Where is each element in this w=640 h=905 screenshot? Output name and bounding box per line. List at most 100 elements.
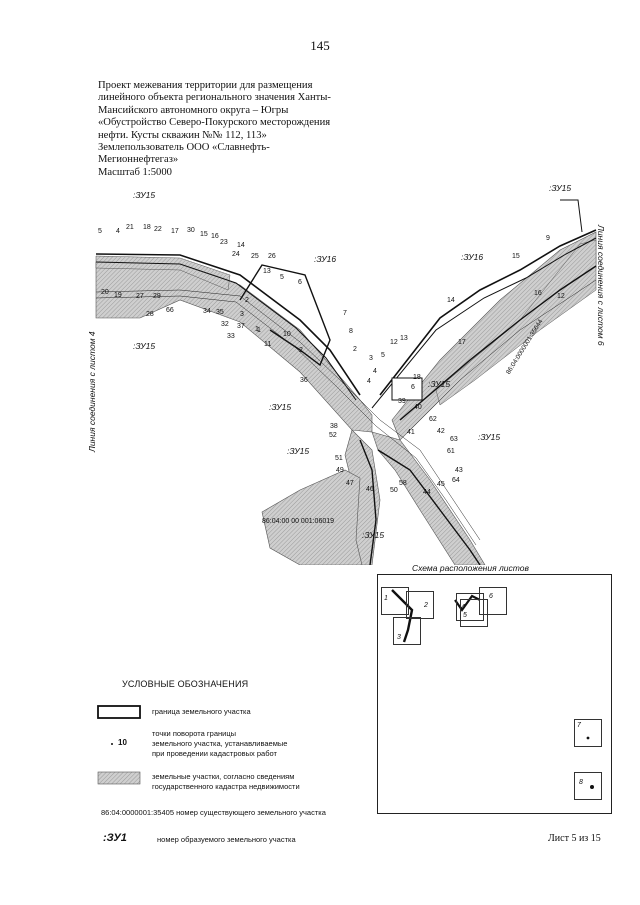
legend-existing-code: 86:04:0000001:35405 (101, 808, 174, 817)
legend-cadastre-text: земельные участки, согласно сведениям го… (152, 772, 300, 792)
point-label: 4 (367, 378, 371, 385)
title-line: Землепользователь ООО «Славнефть- (98, 142, 270, 154)
point-label: 66 (166, 307, 174, 314)
boundary-zu15-lower-2 (359, 439, 377, 565)
point-label: 14 (237, 242, 245, 249)
point-label: 6 (298, 279, 302, 286)
legend-cadastre-swatch (97, 771, 141, 785)
zone-label-zu15-mid: :ЗУ15 (269, 402, 292, 412)
boundary-zu15-right (399, 265, 597, 421)
point-label: 64 (452, 477, 460, 484)
point-label: 32 (221, 321, 229, 328)
scheme-sheet-6: 6 (479, 587, 507, 615)
zone-label-zu15-bottom: :ЗУ15 (362, 530, 385, 540)
point-label: 5 (98, 228, 102, 235)
point-label: 12 (390, 339, 398, 346)
boundary-zu15-top (95, 253, 361, 396)
legend-new-code: :ЗУ1 (103, 832, 127, 844)
point-label: 47 (346, 480, 354, 487)
legend-existing: 86:04:0000001:35405 номер существующего … (101, 808, 326, 818)
zone-label-zu15-right-top: :ЗУ15 (549, 183, 572, 193)
cadastre-parcel-06019 (261, 469, 363, 565)
point-label: 21 (126, 224, 134, 231)
scheme-well-7 (586, 736, 590, 740)
scheme-sheet-4: 4 (456, 593, 484, 621)
legend-new-text: номер образуемого земельного участка (157, 835, 296, 844)
zone-label-zu15-well: :ЗУ15 (428, 379, 451, 389)
title-line: Мансийского автономного округа – Югры (98, 104, 289, 116)
zone-label-zu16: :ЗУ16 (314, 254, 337, 264)
scheme-sheet-7: 7 (574, 719, 602, 747)
point-label: 16 (534, 290, 542, 297)
legend-boundary-text: граница земельного участка (152, 707, 251, 716)
legend-point-line: при проведении кадастровых работ (152, 749, 277, 758)
title-line: Мегионнефтегаз» (98, 154, 179, 166)
cadastre-parcel-35644 (435, 239, 597, 406)
point-label: 13 (263, 268, 271, 275)
point-label: 4 (116, 228, 120, 235)
point-label: 17 (171, 228, 179, 235)
point-label: 6 (411, 384, 415, 391)
title-line: нефти. Кусты скважин №№ 112, 113» (98, 129, 267, 141)
point-label: 13 (400, 335, 408, 342)
cadastre-band-top (95, 255, 231, 291)
legend-cadastre-line: государственного кадастра недвижимости (152, 782, 300, 791)
zone-label-zu15-top: :ЗУ15 (133, 190, 156, 200)
point-label: 2 (353, 346, 357, 353)
point-label: 26 (268, 253, 276, 260)
point-label: 18 (143, 224, 151, 231)
legend-point-line: точки поворота границы (152, 729, 237, 738)
scheme-route (391, 589, 414, 643)
legend-title: УСЛОВНЫЕ ОБОЗНАЧЕНИЯ (122, 679, 249, 689)
point-label: 41 (407, 429, 415, 436)
boundary-zu15-inner (95, 261, 357, 401)
point-label: 1 (255, 326, 259, 333)
point-label: 52 (329, 432, 337, 439)
point-label: 18 (413, 374, 421, 381)
legend-existing-text: номер существующего земельного участка (176, 808, 326, 817)
point-label: 11 (264, 341, 272, 348)
scheme-sheet-1: 1 (381, 587, 409, 615)
side-label-left: Линия соединения с листом 4 (87, 331, 97, 452)
legend-cadastre-line: земельные участки, согласно сведениям (152, 772, 295, 781)
title-line: Проект межевания территории для размещен… (98, 80, 313, 91)
scheme-sheet-number: 8 (579, 779, 583, 786)
point-label: 4 (373, 368, 377, 375)
scheme-route-2 (454, 594, 481, 612)
scheme-sheets (391, 589, 594, 789)
point-label: 24 (232, 251, 240, 258)
point-label: 37 (237, 323, 245, 330)
boundary-zu16-right-2 (371, 237, 597, 409)
zone-label-zu15-lower: :ЗУ15 (287, 446, 310, 456)
scheme-sheet-3: 3 (393, 617, 421, 645)
title-line: «Обустройство Северо-Покурского месторож… (98, 117, 331, 129)
zone-label-zu16-right: :ЗУ16 (461, 252, 484, 262)
point-label: 43 (455, 467, 463, 474)
point-label: 49 (336, 467, 344, 474)
scheme-sheet-number: 3 (397, 634, 401, 641)
boundary-zu15-lower (377, 449, 481, 565)
scheme-sheet-number: 1 (384, 595, 388, 602)
road-line-3 (409, 279, 597, 431)
scheme-sheet-number: 6 (489, 593, 493, 600)
point-label: 9 (546, 235, 550, 242)
point-label: 5 (280, 274, 284, 281)
legend-boundary-swatch (97, 705, 141, 719)
point-label: 30 (187, 227, 195, 234)
point-label: 14 (447, 297, 455, 304)
road-line-2 (95, 295, 477, 546)
scheme-sheet-number: 5 (463, 612, 467, 619)
point-label: 34 (203, 308, 211, 315)
point-label: 10 (283, 331, 291, 338)
scheme-well-8 (590, 785, 594, 789)
title-line: линейного объекта регионального значения… (98, 92, 331, 104)
scheme-sheet-number: 7 (577, 722, 581, 729)
point-label: 50 (390, 487, 398, 494)
point-label: 8 (349, 328, 353, 335)
scheme-sheet-2: 2 (406, 591, 434, 619)
zone-label-zu15-lower-right: :ЗУ15 (478, 432, 501, 442)
point-label: 62 (429, 416, 437, 423)
point-label: 17 (458, 339, 466, 346)
point-label: 61 (447, 448, 455, 455)
point-label: 35 (216, 309, 224, 316)
